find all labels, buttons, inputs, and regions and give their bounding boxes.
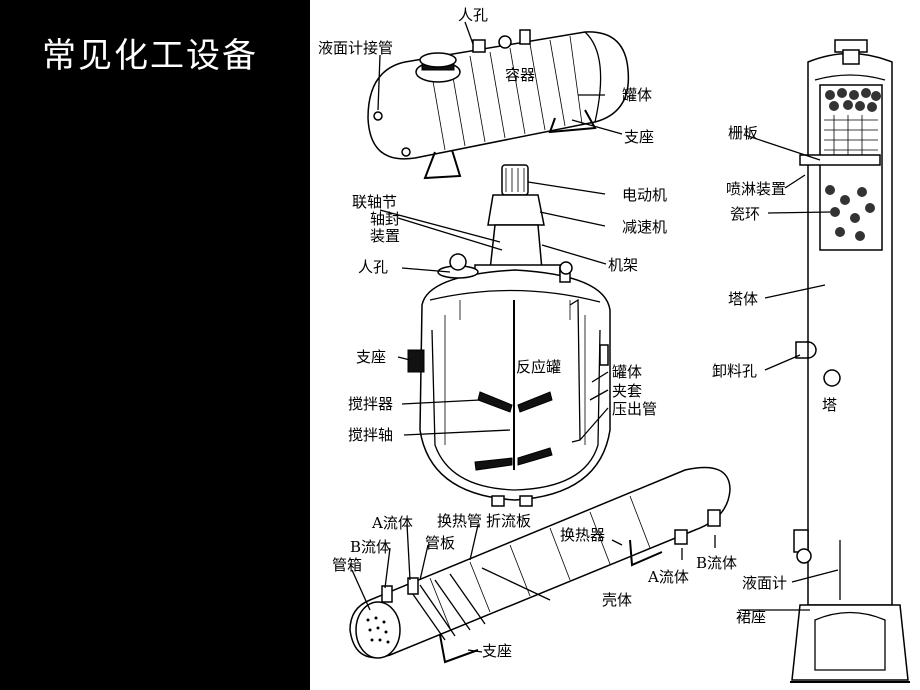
heat-exchanger [349, 466, 731, 664]
reactor [407, 164, 611, 507]
label-coupling: 联轴节 [352, 193, 397, 211]
label-spray: 喷淋装置 [726, 180, 786, 198]
label-reducer: 减速机 [622, 218, 667, 236]
diagram-drawing: 人孔 液面计接管 容器 罐体 支座 电动机 联轴节 轴封 装置 减速机 人孔 机… [318, 6, 910, 683]
label-fluid-a-right: A流体 [647, 568, 689, 586]
label-press-pipe: 压出管 [612, 400, 657, 418]
label-level-gauge-pipe: 液面计接管 [318, 39, 393, 57]
label-ceramic-ring: 瓷环 [730, 205, 760, 223]
label-tube-plate: 管板 [425, 534, 455, 552]
label-reactor-support: 支座 [356, 348, 386, 366]
label-reactor-manhole: 人孔 [358, 258, 388, 276]
label-baffle: 折流板 [486, 512, 531, 530]
label-agitator: 搅拌器 [348, 395, 393, 413]
diagram-labels: 人孔 液面计接管 容器 罐体 支座 电动机 联轴节 轴封 装置 减速机 人孔 机… [318, 6, 837, 660]
label-agitator-shaft: 搅拌轴 [348, 426, 393, 444]
label-jacket: 夹套 [612, 382, 642, 400]
title-panel: 常见化工设备 [0, 0, 310, 690]
label-reactor-name: 反应罐 [516, 358, 561, 376]
label-exchanger-name: 换热器 [560, 526, 605, 544]
label-motor: 电动机 [622, 186, 667, 204]
leader-lines [351, 21, 839, 653]
label-level-gauge: 液面计 [742, 574, 787, 592]
label-shell: 壳体 [602, 591, 632, 609]
label-skirt: 裙座 [736, 608, 766, 626]
label-fluid-a-left: A流体 [371, 514, 413, 532]
label-grid-plate: 栅板 [728, 124, 758, 142]
label-exchanger-support: 支座 [482, 642, 512, 660]
label-vessel-support: 支座 [624, 128, 654, 146]
slide-title: 常见化工设备 [42, 36, 258, 76]
label-fluid-b-left: B流体 [350, 538, 391, 556]
label-reactor-tank: 罐体 [612, 363, 642, 381]
label-vessel-tank: 罐体 [622, 86, 652, 104]
packed-tower [790, 39, 910, 683]
equipment-diagram: 人孔 液面计接管 容器 罐体 支座 电动机 联轴节 轴封 装置 减速机 人孔 机… [310, 0, 920, 690]
label-vessel-manhole: 人孔 [458, 6, 488, 24]
label-tower-name: 塔 [822, 396, 837, 414]
label-shaft-seal-1: 轴封 [370, 210, 400, 228]
label-frame: 机架 [608, 256, 638, 274]
label-tube-box: 管箱 [332, 556, 362, 574]
label-vessel-name: 容器 [505, 66, 535, 84]
horizontal-vessel [367, 29, 630, 180]
label-tower-body: 塔体 [728, 290, 758, 308]
label-fluid-b-right: B流体 [696, 554, 737, 572]
label-shaft-seal-2: 装置 [370, 227, 400, 245]
label-discharge: 卸料孔 [712, 362, 757, 380]
label-tube-heat: 换热管 [437, 512, 482, 530]
